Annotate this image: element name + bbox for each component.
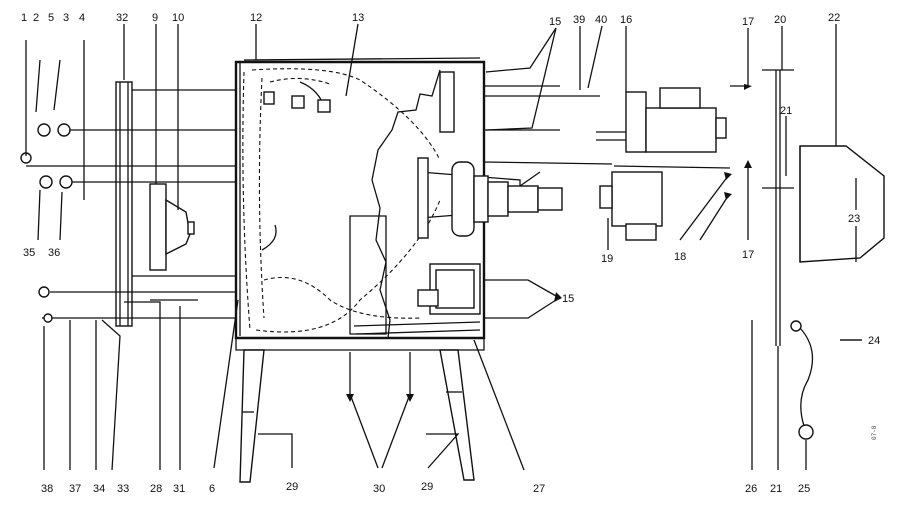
power-cord [790, 320, 862, 440]
callout-23: 23 [848, 213, 860, 225]
callout-35: 35 [23, 247, 35, 259]
callout-12: 12 [250, 12, 262, 24]
callout-19: 19 [601, 253, 613, 265]
callout-32: 32 [116, 12, 128, 24]
callout-25: 25 [798, 483, 810, 495]
callout-9: 9 [152, 12, 158, 24]
callout-2: 2 [33, 12, 39, 24]
chassis [263, 215, 481, 335]
cutaway-edge [371, 69, 441, 339]
back-cover [799, 145, 885, 263]
callout-22: 22 [828, 12, 840, 24]
callout-5: 5 [48, 12, 54, 24]
callout-labels: 1 2 5 3 4 32 9 10 12 13 15 39 40 16 17 2… [21, 12, 880, 495]
callout-15-lower: 15 [562, 293, 574, 305]
callout-15-top: 15 [549, 16, 561, 28]
callout-40: 40 [595, 14, 607, 26]
drawing-stamp: 07-8 [871, 425, 878, 440]
callout-29-right: 29 [421, 481, 433, 493]
callout-3: 3 [63, 12, 69, 24]
callout-31: 31 [173, 483, 185, 495]
tuner-assembly [596, 87, 727, 153]
tube-socket-components [263, 71, 455, 133]
callout-13: 13 [352, 12, 364, 24]
callout-27: 27 [533, 483, 545, 495]
leader-lines [123, 23, 862, 471]
flyback-transformer [599, 165, 731, 241]
callout-21-top: 21 [780, 105, 792, 117]
callout-30: 30 [373, 483, 385, 495]
picture-tube [242, 68, 441, 333]
callout-17-lower: 17 [742, 249, 754, 261]
callout-26: 26 [745, 483, 757, 495]
callout-1: 1 [21, 12, 27, 24]
speaker [149, 183, 195, 271]
deflection-yoke [417, 157, 563, 239]
callout-38: 38 [41, 483, 53, 495]
callout-17-top: 17 [742, 16, 754, 28]
callout-24: 24 [868, 335, 880, 347]
rear-rod [762, 69, 794, 346]
callout-29-left: 29 [286, 481, 298, 493]
callout-33: 33 [117, 483, 129, 495]
callout-16: 16 [620, 14, 632, 26]
front-mask [115, 81, 133, 327]
cabinet-legs [239, 349, 475, 483]
callout-28: 28 [150, 483, 162, 495]
callout-4: 4 [79, 12, 85, 24]
callout-39: 39 [573, 14, 585, 26]
callout-37: 37 [69, 483, 81, 495]
callout-6: 6 [209, 483, 215, 495]
callout-34: 34 [93, 483, 105, 495]
lower-hardware [38, 286, 236, 471]
cabinet [234, 57, 486, 351]
callout-10: 10 [172, 12, 184, 24]
callout-21-bottom: 21 [770, 483, 782, 495]
power-transformer [417, 263, 481, 315]
callout-36: 36 [48, 247, 60, 259]
callout-18: 18 [674, 251, 686, 263]
callout-20: 20 [774, 14, 786, 26]
control-knobs [20, 40, 236, 241]
arrowheads [346, 84, 752, 402]
